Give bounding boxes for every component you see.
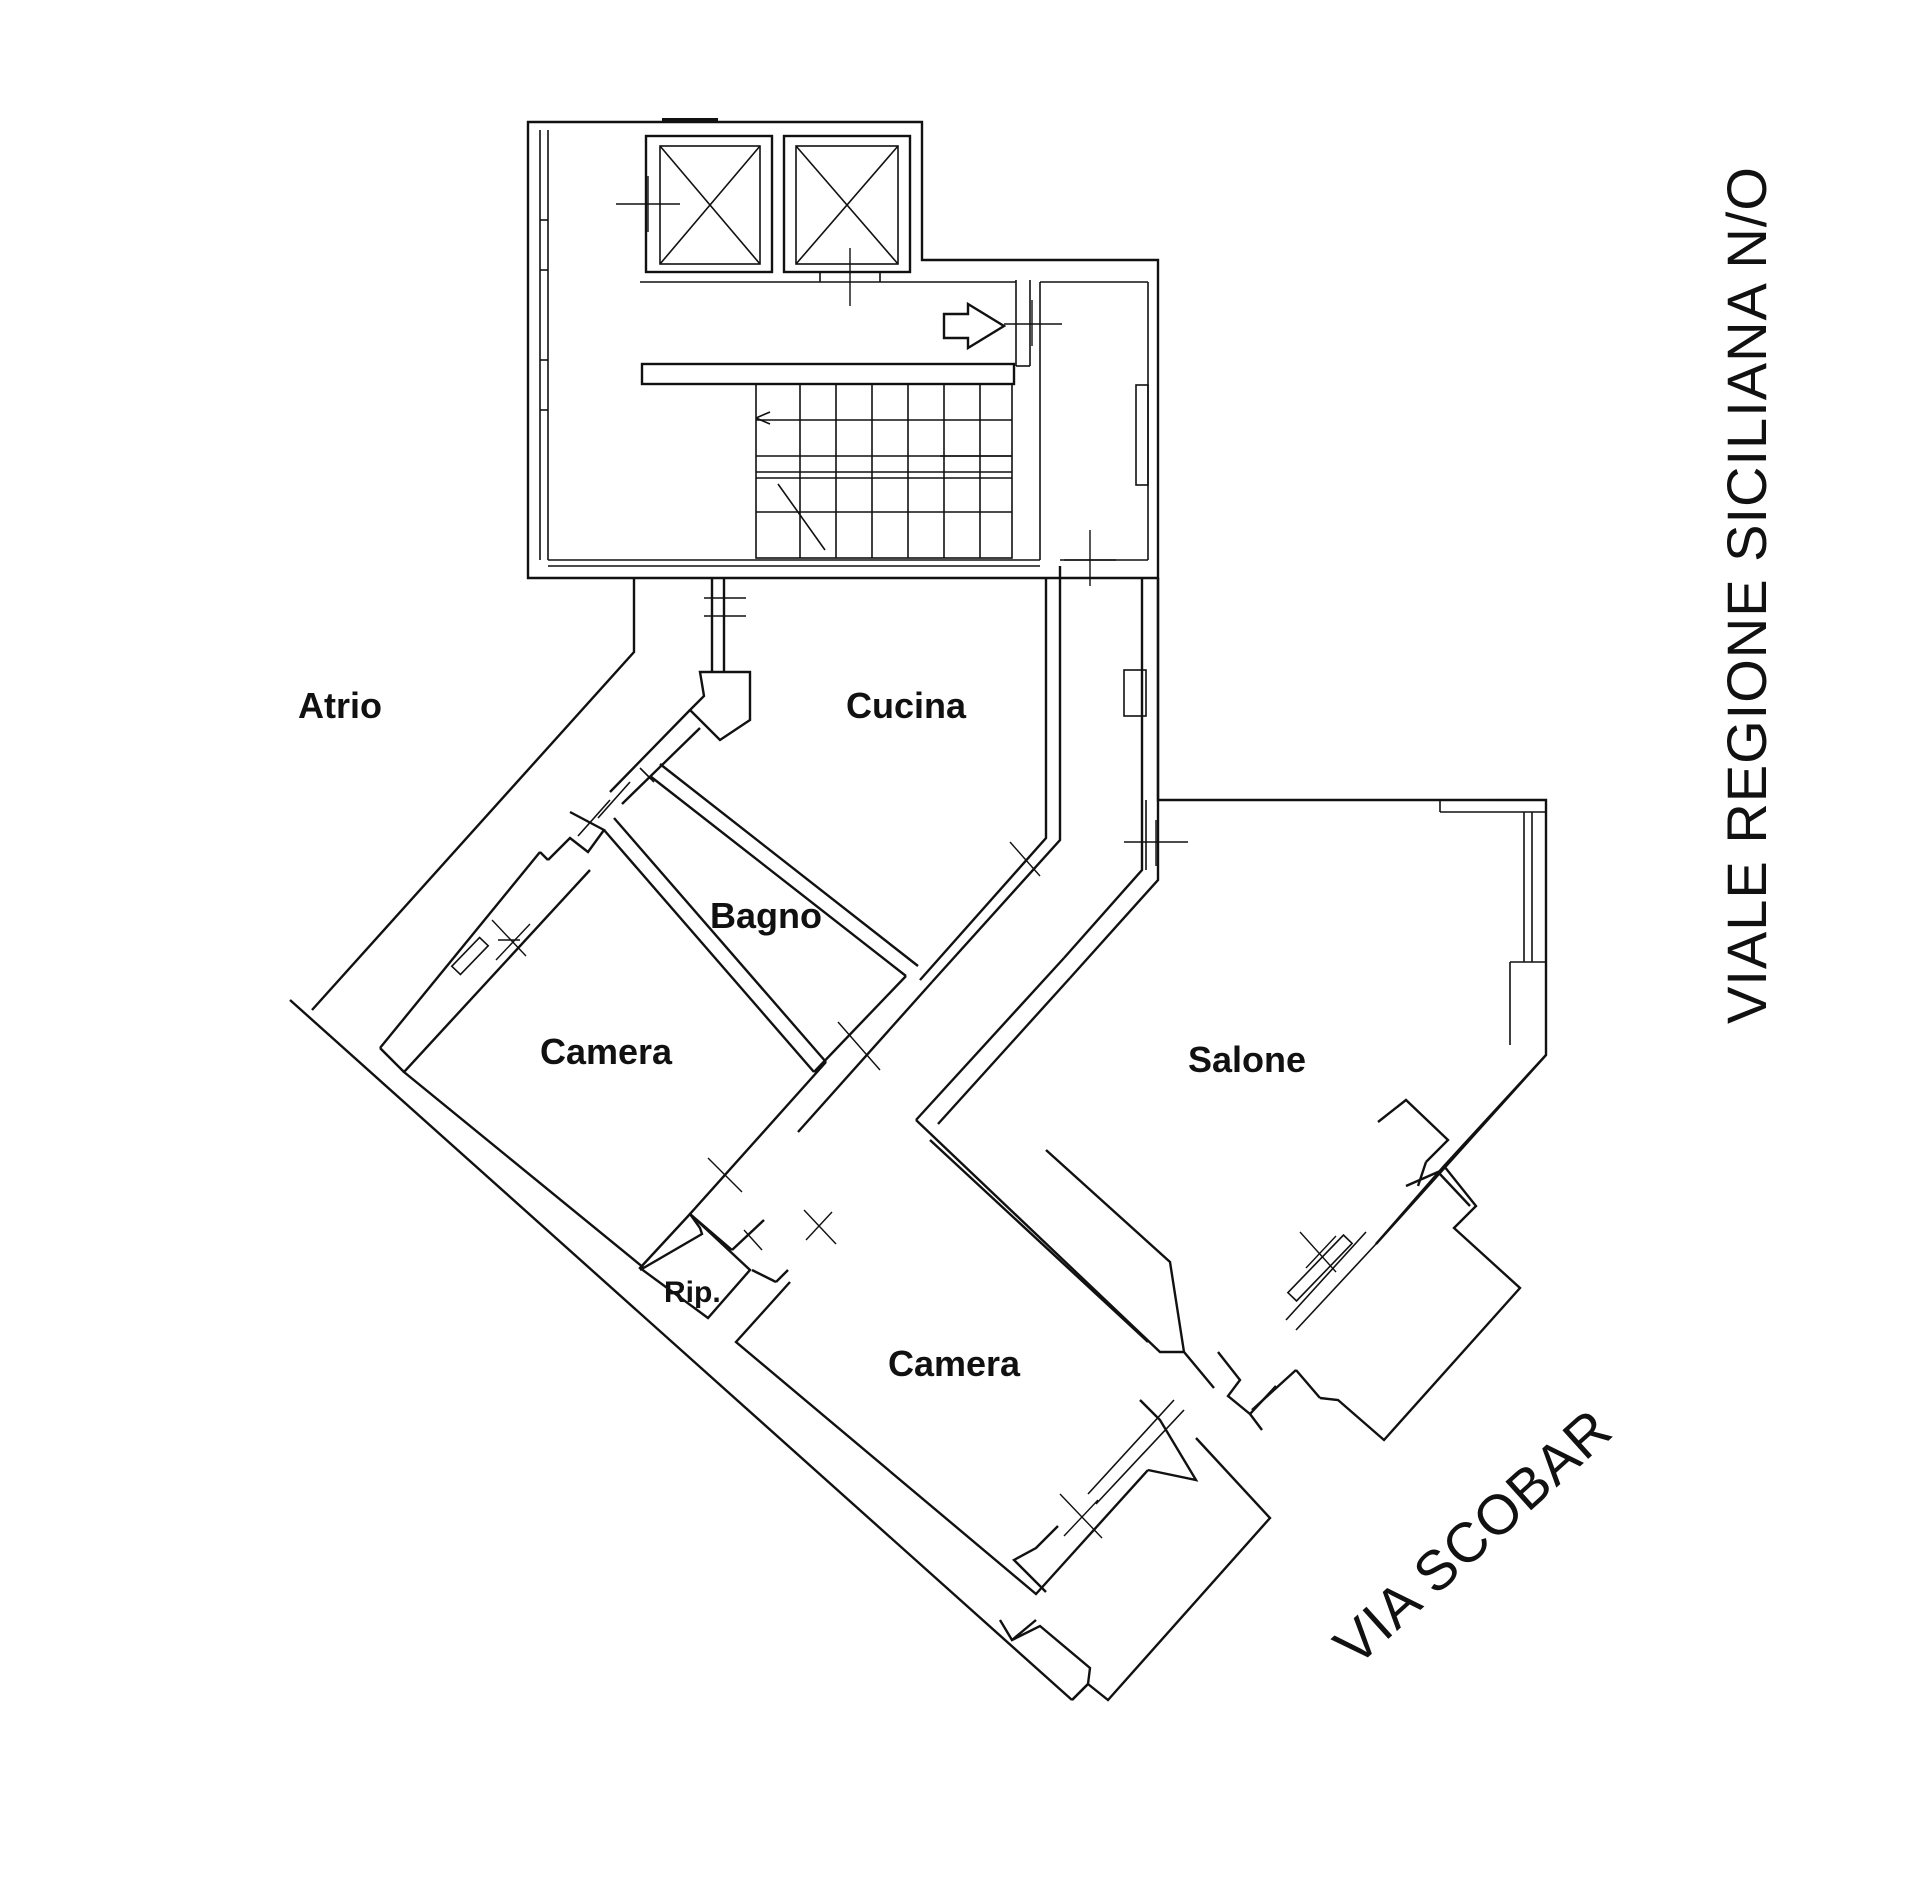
room-label-bagno: Bagno [710, 895, 822, 936]
ripostiglio-walls [638, 1212, 789, 1320]
staircase [640, 362, 1016, 559]
room-labels: Atrio Cucina Bagno Camera Salone Rip. Ca… [298, 685, 1306, 1384]
entrance-arrow-icon [942, 300, 1062, 351]
street-label-via-scobar: VIA SCOBAR [1322, 1396, 1624, 1677]
elevator-shafts [616, 134, 1016, 306]
room-label-camera-2: Camera [888, 1343, 1021, 1384]
lower-corridor-walls [639, 957, 1071, 1272]
room-label-atrio: Atrio [298, 685, 382, 726]
bedroom-2-walls [734, 1119, 1215, 1596]
room-label-ripostiglio: Rip. [664, 1276, 721, 1309]
bedroom-1-walls [379, 781, 645, 1269]
salone-walls [1045, 1054, 1547, 1431]
room-label-salone: Salone [1188, 1039, 1306, 1080]
balcony-salone [1251, 1165, 1522, 1442]
street-label-viale-regione-siciliana: VIALE REGIONE SICILIANA N/O [1715, 166, 1778, 1024]
room-label-cucina: Cucina [846, 685, 967, 726]
room-label-camera-1: Camera [540, 1031, 673, 1072]
corridor-walls [919, 530, 1160, 983]
kitchen-bath-walls [603, 578, 919, 1073]
balcony-bedroom-2 [998, 1437, 1272, 1702]
apartment-walls [289, 578, 1548, 1701]
stair-core [526, 118, 1160, 580]
